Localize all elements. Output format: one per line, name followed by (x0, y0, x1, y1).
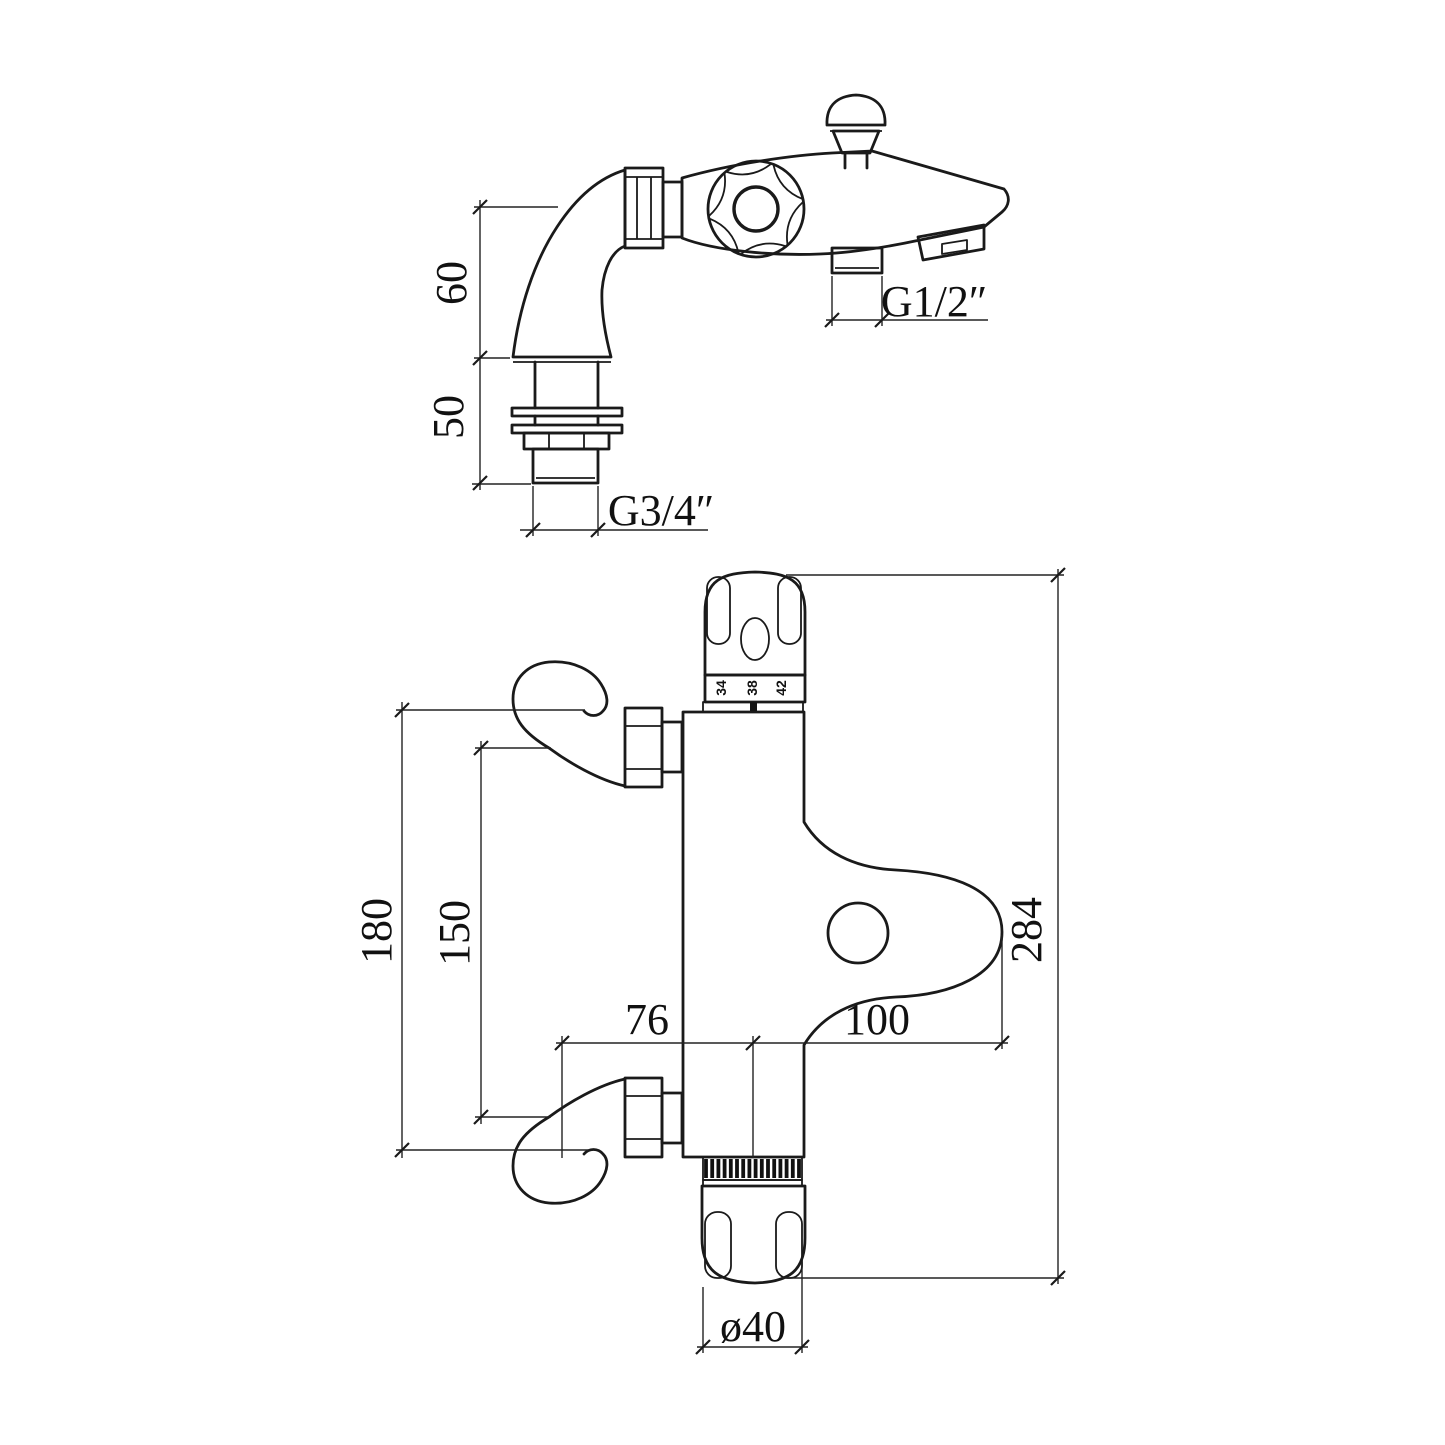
diverter-knob (825, 93, 887, 170)
scale-mark-42: 42 (773, 680, 789, 696)
wall-union-lower (511, 1076, 684, 1205)
temperature-handle (703, 570, 807, 677)
dim-label-50: 50 (424, 395, 473, 439)
dim-label-g34: G3/4″ (608, 486, 714, 535)
spout-shroud (511, 168, 627, 359)
dim-d40: ø40 (695, 1262, 810, 1355)
spout-outlet (916, 223, 986, 262)
dim-60-50: 60 50 (424, 199, 558, 491)
dim-284: 284 (782, 567, 1066, 1286)
dim-g34: G3/4″ (520, 486, 714, 538)
valve-body-front (681, 710, 1004, 1159)
side-view: 60 50 G3/4″ G1/2″ (424, 93, 1010, 538)
temperature-scale: 34 38 42 (702, 673, 807, 713)
hose-outlet-tail (830, 246, 884, 275)
grip-left (706, 576, 731, 645)
front-view: 34 38 42 (352, 567, 1066, 1355)
washer-upper (510, 406, 624, 418)
grip-right (777, 576, 802, 645)
back-nut (522, 431, 611, 451)
knurl-hatch (704, 1159, 801, 1178)
union-collar (660, 720, 684, 774)
dim-76-100: 76 100 (554, 935, 1010, 1158)
handle-oval (740, 617, 770, 661)
flow-handle (700, 1184, 807, 1285)
union-collar-side (661, 180, 684, 239)
union-loop (511, 660, 627, 788)
dim-label-100: 100 (844, 995, 910, 1044)
union-nut-side (623, 166, 684, 250)
dim-label-76: 76 (625, 995, 669, 1044)
union-nut (623, 706, 664, 789)
index-mark (750, 702, 757, 712)
dim-g12: G1/2″ (824, 276, 988, 328)
scale-mark-34: 34 (713, 680, 729, 696)
thread-tail (531, 447, 600, 485)
knob-scallops (708, 163, 804, 255)
wall-union-upper (511, 660, 684, 789)
dim-150: 150 (430, 740, 551, 1125)
dim-label-284: 284 (1002, 897, 1051, 963)
grip-left (704, 1211, 732, 1279)
dim-180: 180 (352, 702, 588, 1158)
scale-mark-38: 38 (744, 680, 760, 696)
aerator-notch (941, 239, 968, 255)
dim-label-d40: ø40 (720, 1302, 786, 1351)
knurled-ring (702, 1156, 803, 1187)
dim-label-150: 150 (430, 900, 479, 966)
dim-label-g12: G1/2″ (881, 277, 987, 326)
dim-label-60: 60 (427, 261, 476, 305)
wing-boss (826, 901, 890, 965)
control-knob-side (706, 159, 806, 259)
dim-label-180: 180 (352, 898, 401, 964)
valve-body-side (680, 149, 1010, 256)
mounting-tail (510, 360, 624, 485)
